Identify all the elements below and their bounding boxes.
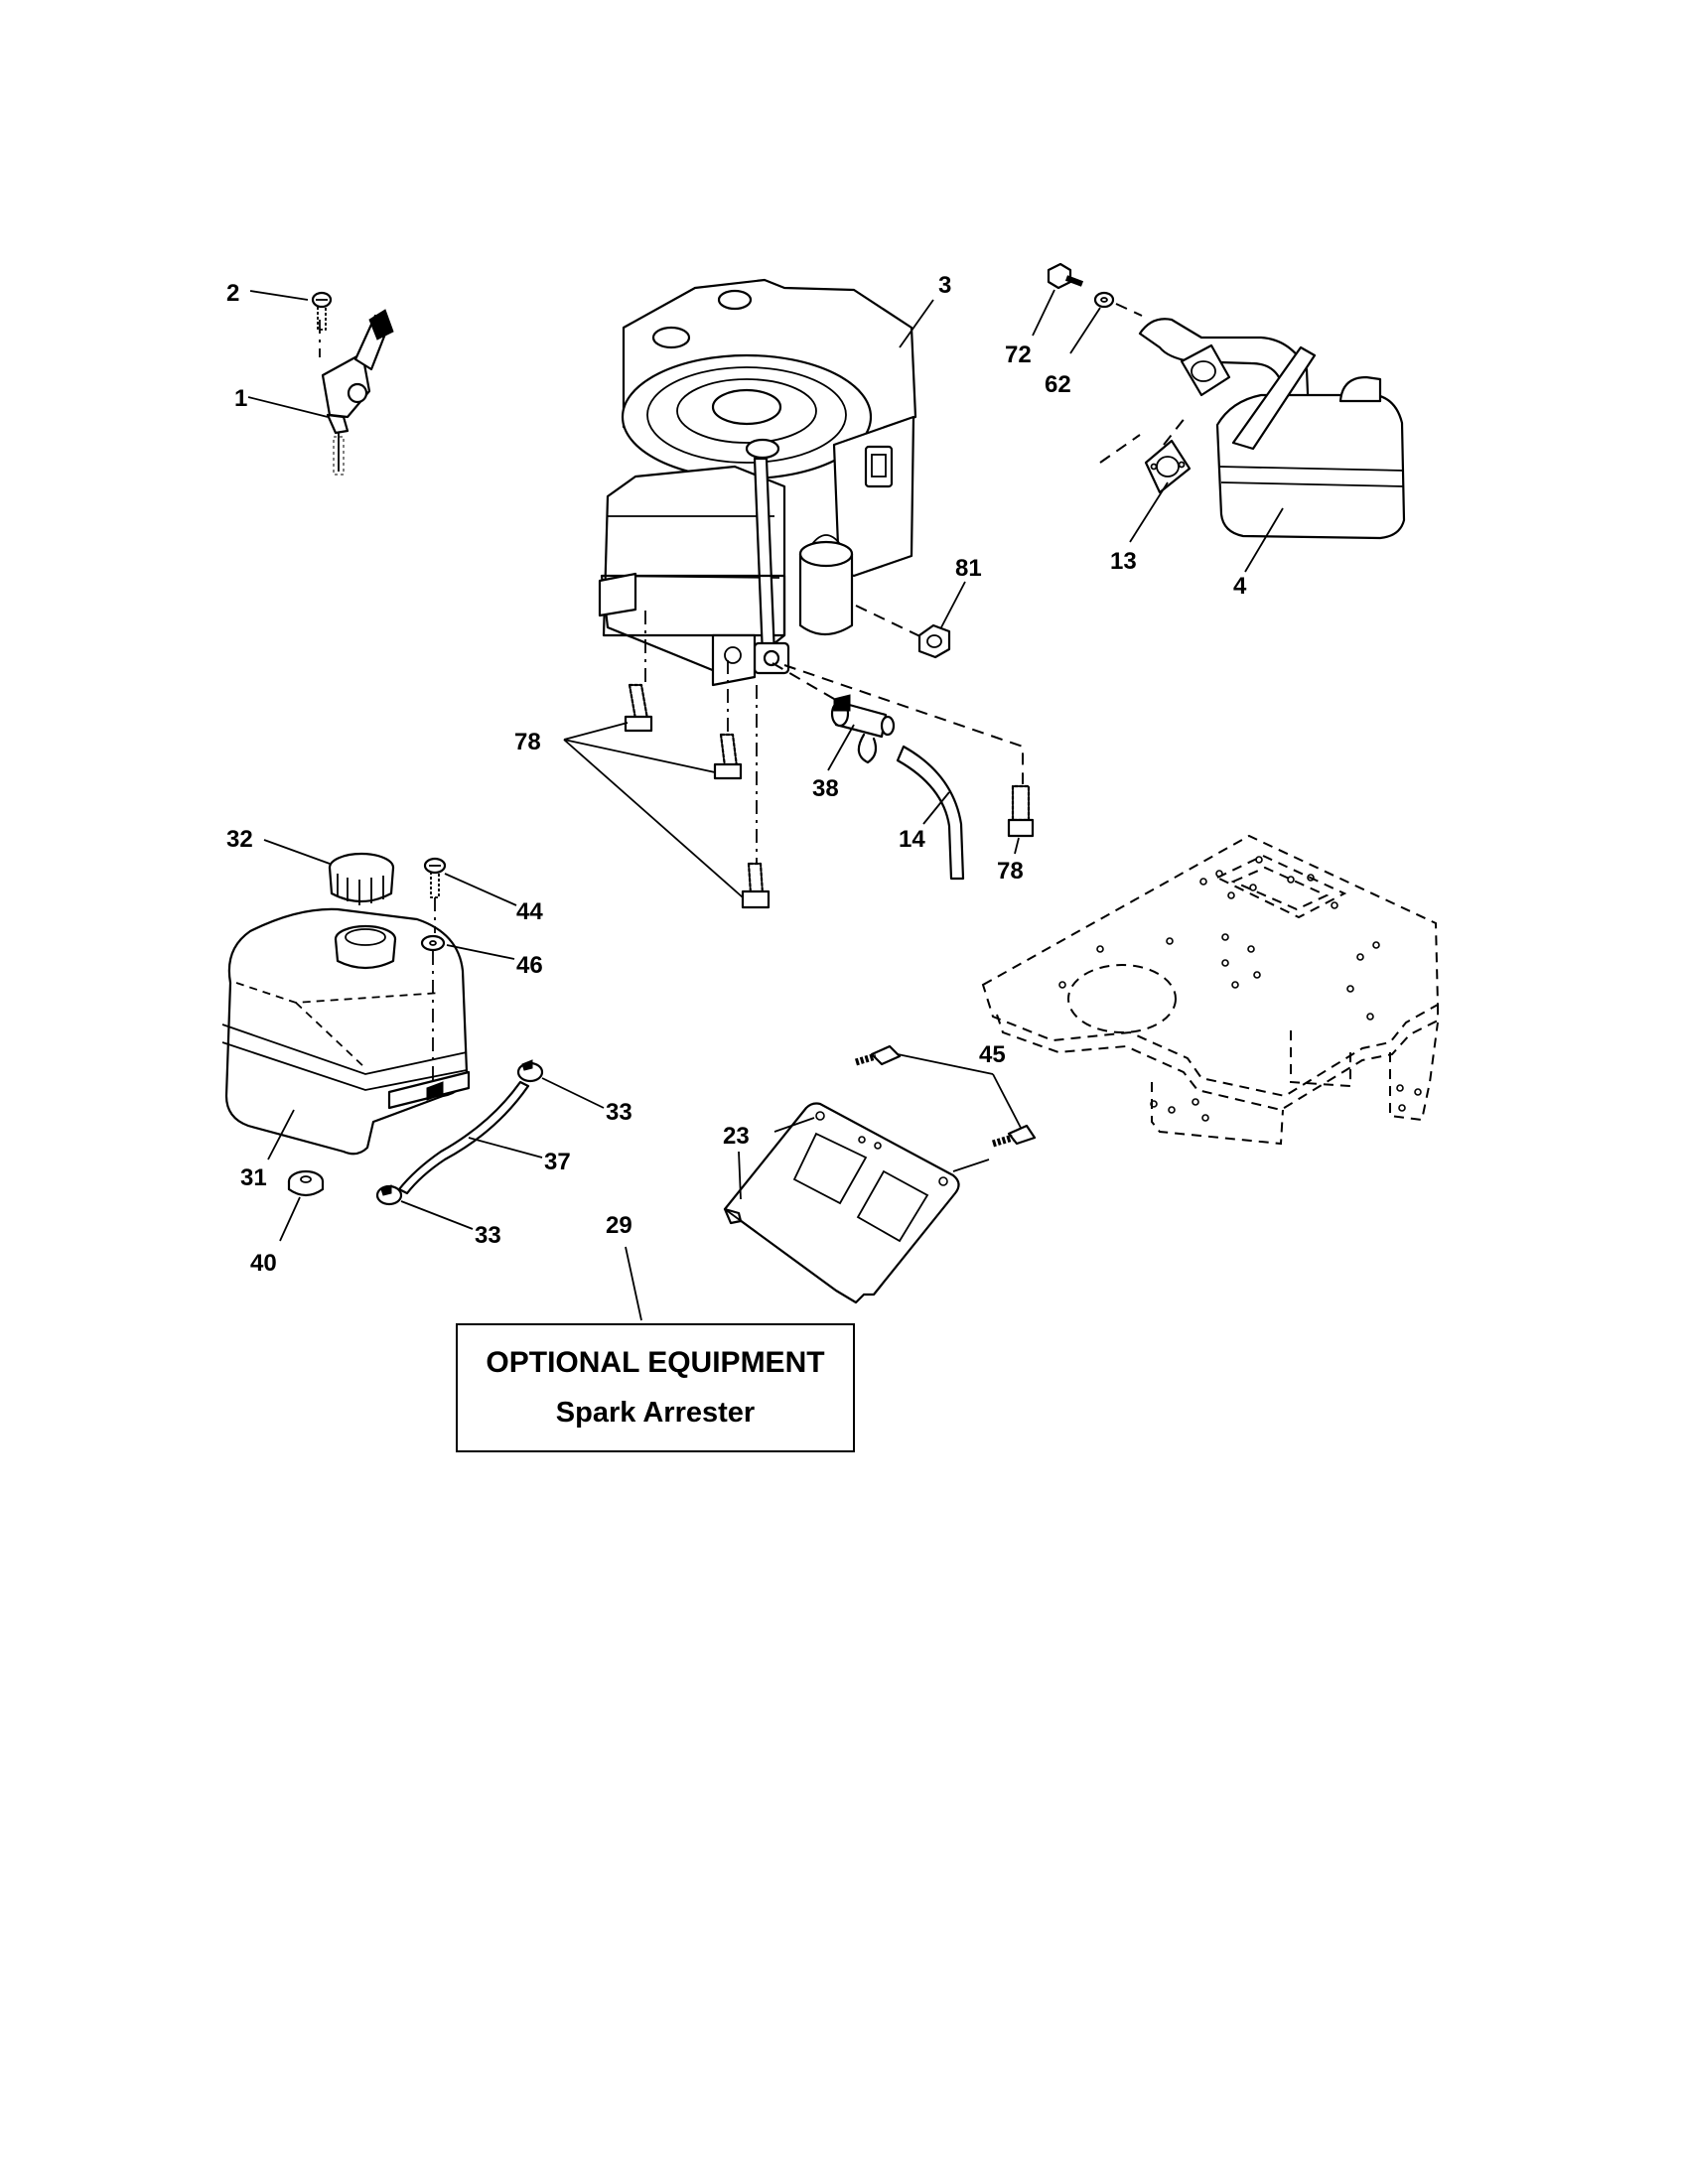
callout-78b: 78 [997,858,1024,885]
callout-44: 44 [516,898,543,925]
callout-32: 32 [226,826,253,853]
valve-38 [830,694,896,764]
washer-46 [420,934,446,952]
leader-3 [899,299,934,348]
callout-31: 31 [240,1164,267,1191]
leader-45-2 [992,1073,1022,1129]
callout-72: 72 [1005,341,1032,368]
bolt-78-mid [713,733,743,780]
callout-2: 2 [226,280,239,307]
leader-81 [940,581,966,628]
leader-37 [468,1137,543,1159]
nut-guide-line [855,605,929,641]
leader-45-1 [897,1053,994,1075]
leader-44 [444,873,517,906]
bolt-guide-line [783,664,1024,784]
engine-part [598,278,917,687]
leader-40 [279,1196,301,1242]
leader-72 [1032,289,1055,337]
leader-78a-2 [563,739,716,773]
screw-44 [423,857,447,898]
fuel-cap-32 [328,852,395,905]
callout-13: 13 [1110,548,1137,575]
screw-72 [1047,262,1084,290]
fuel-line-14 [896,745,965,881]
callout-62: 62 [1045,371,1071,398]
leader-23-2 [738,1151,742,1200]
leader-23-1 [773,1117,815,1133]
callout-40: 40 [250,1250,277,1277]
leader-29 [625,1246,642,1321]
callout-14: 14 [899,826,925,853]
leader-32 [263,839,331,865]
screw-45-upper [854,1044,902,1066]
tractor-frame-reference [981,834,1440,1146]
clamp-33-upper [516,1059,544,1083]
callout-78a: 78 [514,729,541,755]
leader-46 [446,944,515,960]
leader-2 [249,290,309,301]
callout-4: 4 [1233,573,1247,600]
callout-37: 37 [544,1149,571,1175]
washer-62 [1093,291,1115,309]
callout-23: 23 [723,1123,750,1150]
leader-14 [922,791,950,825]
screw-45-lower [991,1124,1037,1148]
gasket-13 [1099,416,1192,494]
throttle-bracket-part [311,291,394,476]
callout-33a: 33 [606,1099,632,1126]
callout-33b: 33 [475,1222,501,1249]
clamp-33-lower [375,1184,403,1206]
callout-29: 29 [606,1212,632,1239]
callout-38: 38 [812,775,839,802]
fuel-tank-31 [221,907,471,1156]
leader-62 [1069,307,1101,354]
callout-1: 1 [234,385,247,412]
grommet-40 [287,1169,325,1197]
leader-13 [1129,481,1169,543]
nut-81 [917,623,951,659]
spark-arrester-label: Spark Arrester [555,1397,756,1429]
bolt-78-low [741,862,771,909]
muffler-4 [1138,318,1406,540]
leader-4 [1244,507,1284,573]
callout-46: 46 [516,952,543,979]
valve-guide-line [772,662,835,700]
callout-81: 81 [955,555,982,582]
optional-equipment-title: OPTIONAL EQUIPMENT [486,1346,825,1379]
leader-78b [1014,837,1020,855]
fuel-line-37 [397,1080,530,1195]
screw-guide-line [1115,303,1143,317]
shield-23 [723,1102,960,1304]
leader-23-3 [952,1159,990,1172]
leader-78a-1 [563,722,629,741]
leader-33b [400,1200,474,1230]
leader-33a [541,1077,605,1109]
bolt-78-left [624,683,653,733]
leader-38 [827,724,855,771]
callout-45: 45 [979,1041,1006,1068]
optional-equipment-box: OPTIONAL EQUIPMENT Spark Arrester [456,1323,855,1452]
leader-78a-3 [563,739,744,898]
callout-3: 3 [938,272,951,299]
leader-1 [247,396,329,418]
bolt-78-right [1007,784,1035,838]
leader-31 [267,1109,295,1160]
